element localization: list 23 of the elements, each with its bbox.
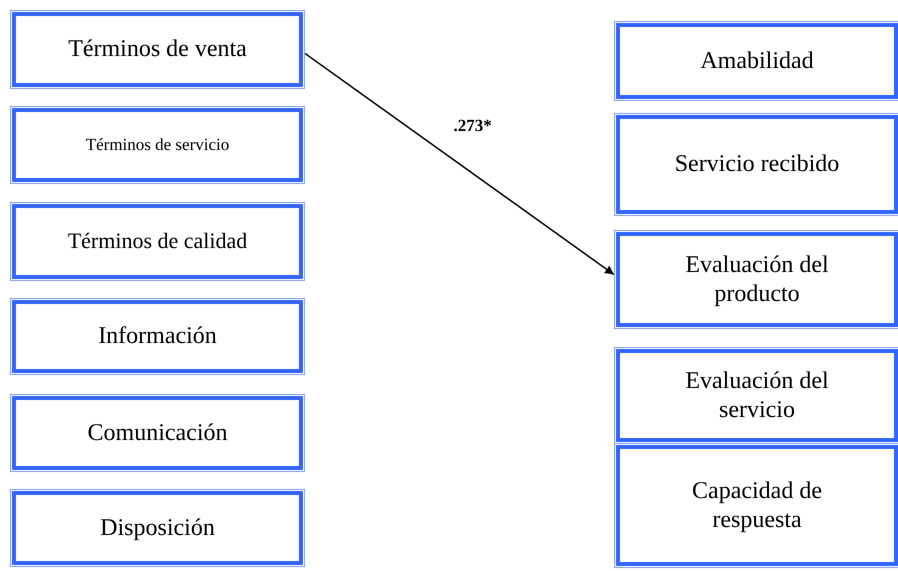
- box-label: Evaluación del producto: [684, 250, 830, 308]
- text-box: [616, 445, 898, 566]
- box-label: Términos de venta: [67, 35, 248, 64]
- text-box: [616, 115, 898, 214]
- text-box: [12, 108, 303, 182]
- box-label: Disposición: [99, 514, 216, 542]
- arrow: [304, 52, 614, 276]
- text-box: [12, 396, 303, 470]
- text-box: [12, 491, 303, 565]
- box-label: Amabilidad: [699, 46, 815, 76]
- text-box: [616, 349, 898, 442]
- box-label: Términos de calidad: [66, 228, 248, 255]
- text-box: [12, 204, 303, 279]
- box-label: Comunicación: [86, 418, 228, 448]
- text-box: [12, 300, 303, 373]
- box-label: Términos de servicio: [84, 134, 230, 156]
- text-box: [616, 23, 898, 99]
- text-box: [12, 12, 303, 87]
- text-box: [616, 232, 898, 327]
- box-label: Información: [97, 322, 218, 351]
- box-label: Evaluación del servicio: [684, 366, 830, 424]
- box-label: Capacidad de respuesta: [691, 476, 823, 534]
- box-label: Servicio recibido: [674, 150, 840, 179]
